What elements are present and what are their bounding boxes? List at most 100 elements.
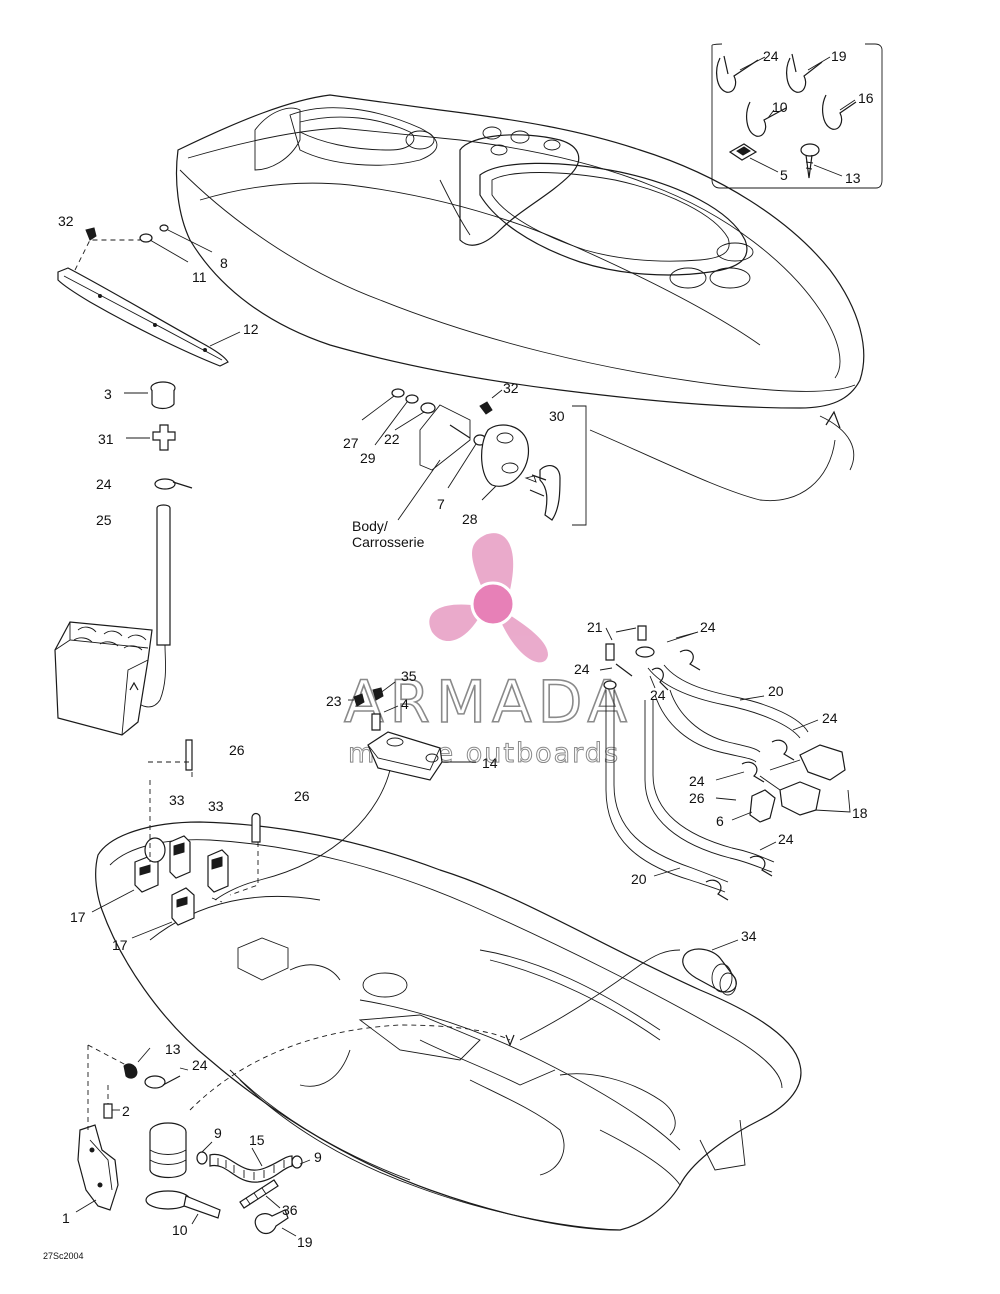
latch-hook-icon	[524, 464, 561, 521]
plate-33	[144, 835, 229, 893]
callout-30: 30	[549, 408, 565, 424]
push-rivet-icon	[353, 693, 365, 707]
callout-19: 19	[297, 1234, 313, 1250]
callout-10: 10	[172, 1222, 188, 1238]
cable-tie-icon	[746, 101, 787, 137]
callout-24: 24	[574, 661, 590, 677]
watermark-brand: ARMADA	[344, 668, 633, 736]
callout-12: 12	[243, 321, 259, 337]
callout-5: 5	[780, 167, 788, 183]
callout-26: 26	[294, 788, 310, 804]
push-rivet-icon	[479, 401, 493, 415]
callout-15: 15	[249, 1132, 265, 1148]
lower-hull	[95, 821, 802, 1231]
label-carrosserie: Carrosserie	[352, 534, 425, 550]
callout-14: 14	[482, 755, 498, 771]
drain-plug-34	[682, 948, 737, 996]
callout-26: 26	[689, 790, 705, 806]
callout-20: 20	[768, 683, 784, 699]
callout-36: 36	[282, 1202, 298, 1218]
screw-icon	[372, 687, 384, 701]
callout-24: 24	[650, 687, 666, 703]
callout-17: 17	[112, 937, 128, 953]
callout-9: 9	[314, 1149, 322, 1165]
stud-icon	[152, 424, 176, 451]
nut-icon	[391, 388, 405, 398]
callout-24: 24	[96, 476, 112, 492]
callout-7: 7	[437, 496, 445, 512]
pin-icon	[103, 1103, 113, 1119]
callout-16: 16	[858, 90, 874, 106]
callout-32: 32	[58, 213, 74, 229]
cable-tie-icon	[144, 1075, 181, 1089]
grommet-icon	[123, 1063, 138, 1079]
washer-icon	[405, 394, 419, 404]
callout-22: 22	[384, 431, 400, 447]
fitting-icon	[603, 625, 655, 690]
strap-10	[145, 1190, 221, 1219]
callout-33: 33	[169, 792, 185, 808]
callout-25: 25	[96, 512, 112, 528]
callout-24: 24	[822, 710, 838, 726]
grommet-icon	[150, 381, 176, 410]
callout-11: 11	[192, 269, 207, 285]
callout-18: 18	[852, 805, 868, 821]
label-body: Body/	[352, 518, 388, 534]
hose-clamp-icon	[615, 649, 795, 901]
pin-icon	[371, 713, 381, 731]
callout-24: 24	[192, 1057, 208, 1073]
washer-icon	[139, 224, 169, 243]
callout-4: 4	[401, 696, 409, 712]
cable-tie-icon	[254, 1209, 289, 1235]
cable-tie-icon	[822, 94, 857, 130]
callout-8: 8	[220, 255, 228, 271]
callout-31: 31	[98, 431, 114, 447]
rub-strip-12	[57, 267, 229, 367]
latch-plate-icon	[481, 424, 530, 487]
callout-10: 10	[772, 99, 788, 115]
screw-icon	[800, 143, 820, 179]
callout-24: 24	[778, 831, 794, 847]
callout-21: 21	[587, 619, 603, 635]
latch-assembly	[391, 388, 561, 521]
rivet-26	[185, 739, 261, 843]
cable-tie-icon	[716, 55, 759, 93]
callout-20: 20	[631, 871, 647, 887]
upper-body-deck	[175, 94, 865, 502]
fuel-hose-15	[209, 1153, 293, 1183]
sleeve-36	[239, 1179, 279, 1209]
callout-17: 17	[70, 909, 86, 925]
callout-29: 29	[360, 450, 376, 466]
check-valve-18	[759, 744, 846, 816]
callout-13: 13	[845, 170, 861, 186]
callout-24: 24	[689, 773, 705, 789]
callout-24: 24	[763, 48, 779, 64]
washer-icon	[420, 402, 436, 414]
callout-1: 1	[62, 1210, 70, 1226]
callout-6: 6	[716, 813, 724, 829]
callout-33: 33	[208, 798, 224, 814]
callout-19: 19	[831, 48, 847, 64]
cable-tie-icon	[786, 53, 823, 93]
push-rivet-icon	[85, 227, 97, 241]
callout-3: 3	[104, 386, 112, 402]
vent-tube-25	[134, 504, 171, 708]
fuel-filter-icon	[149, 1122, 187, 1179]
callout-24: 24	[700, 619, 716, 635]
fuel-hose-20	[605, 664, 809, 893]
callout-34: 34	[741, 928, 757, 944]
drawing-code: 27Sc2004	[43, 1251, 84, 1261]
callout-9: 9	[214, 1125, 222, 1141]
callout-13: 13	[165, 1041, 181, 1057]
callout-35: 35	[401, 668, 417, 684]
foot-bracket-17	[134, 855, 195, 926]
bracket-6	[749, 789, 776, 823]
fastener-inset	[711, 43, 883, 189]
cable-tie-icon	[154, 478, 193, 490]
mounting-bracket-1	[77, 1124, 119, 1211]
armada-propeller-logo	[429, 533, 548, 663]
callout-28: 28	[462, 511, 478, 527]
callout-23: 23	[326, 693, 342, 709]
callout-26: 26	[229, 742, 245, 758]
